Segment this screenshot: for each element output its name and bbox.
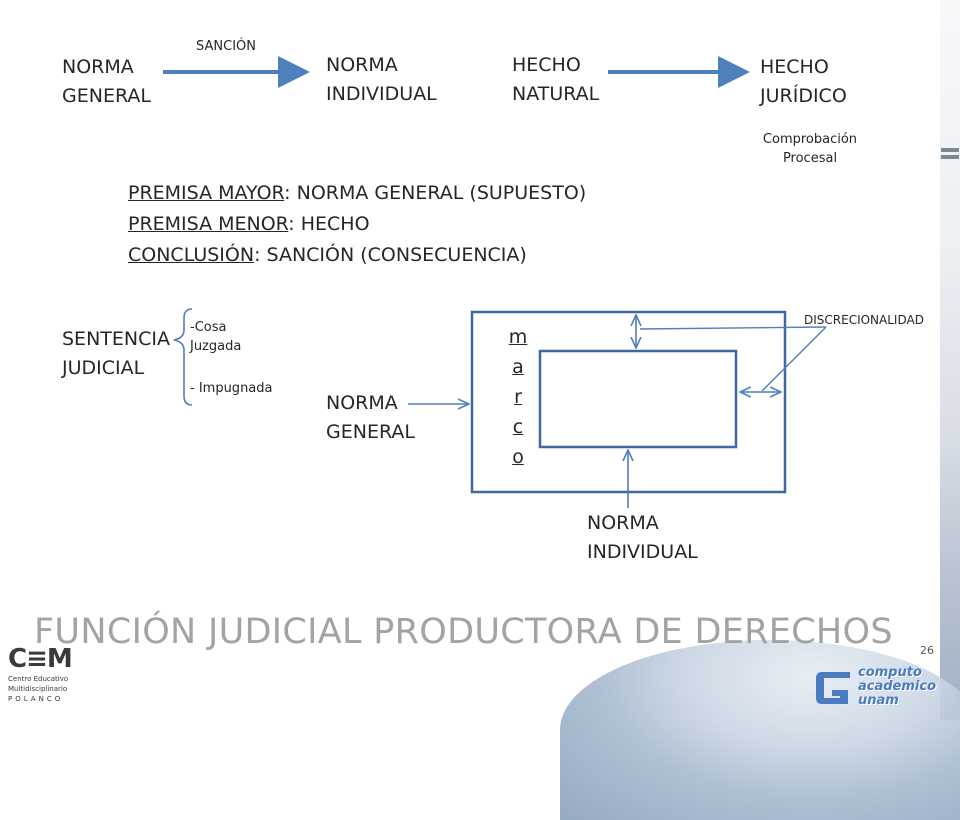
- label-norma-individual-top: NORMA INDIVIDUAL: [326, 54, 437, 105]
- label-hecho-juridico: HECHO JURÍDICO: [760, 56, 847, 107]
- premise-conclusion: CONCLUSIÓN: SANCIÓN (CONSECUENCIA): [128, 244, 527, 266]
- slide-title: FUNCIÓN JUDICIAL PRODUCTORA DE DERECHOS: [34, 612, 893, 652]
- side-decoration-strip: [940, 0, 960, 720]
- unam-logo-text: computo academico unam: [858, 665, 937, 708]
- discrecionalidad-pointer-side: [761, 326, 827, 392]
- label-comprobacion-procesal: Comprobación Procesal: [762, 132, 858, 166]
- cem-logo-line: Centro Educativo: [8, 675, 69, 683]
- label-marco-vertical: m a r c o: [508, 326, 528, 468]
- sentencia-brace: [173, 308, 193, 406]
- inner-frame: [538, 349, 738, 449]
- computo-academico-unam-logo: computo academico unam: [812, 662, 952, 712]
- label-impugnada: - Impugnada: [190, 381, 273, 396]
- label-norma-individual-frame: NORMA INDIVIDUAL: [587, 512, 698, 563]
- diagram-connectors: [163, 56, 827, 508]
- label-discrecionalidad: DISCRECIONALIDAD: [804, 313, 924, 327]
- label-norma-general-top: NORMA GENERAL: [62, 56, 151, 107]
- label-sancion: SANCIÓN: [196, 39, 256, 54]
- label-hecho-natural: HECHO NATURAL: [512, 54, 600, 105]
- syllogism-premises: PREMISA MAYOR: NORMA GENERAL (SUPUESTO) …: [128, 178, 586, 271]
- cem-logo-line: POLANCO: [8, 695, 64, 703]
- premise-menor: PREMISA MENOR: HECHO: [128, 213, 370, 235]
- label-sentencia-judicial: SENTENCIA JUDICIAL: [62, 328, 170, 379]
- cem-logo-line: Multidisciplinario: [8, 685, 68, 693]
- label-norma-general-frame: NORMA GENERAL: [326, 392, 415, 443]
- page-number: 26: [920, 644, 934, 657]
- cem-logo: C≡M Centro Educativo Multidisciplinario …: [8, 644, 73, 704]
- label-cosa-juzgada: -Cosa Juzgada: [190, 320, 242, 354]
- cem-logo-mark: C≡M: [8, 644, 73, 674]
- discrecionalidad-pointer-top: [639, 326, 827, 330]
- unam-logo-emblem: [816, 672, 850, 704]
- menu-icon[interactable]: [941, 148, 959, 162]
- premise-mayor: PREMISA MAYOR: NORMA GENERAL (SUPUESTO): [128, 182, 587, 204]
